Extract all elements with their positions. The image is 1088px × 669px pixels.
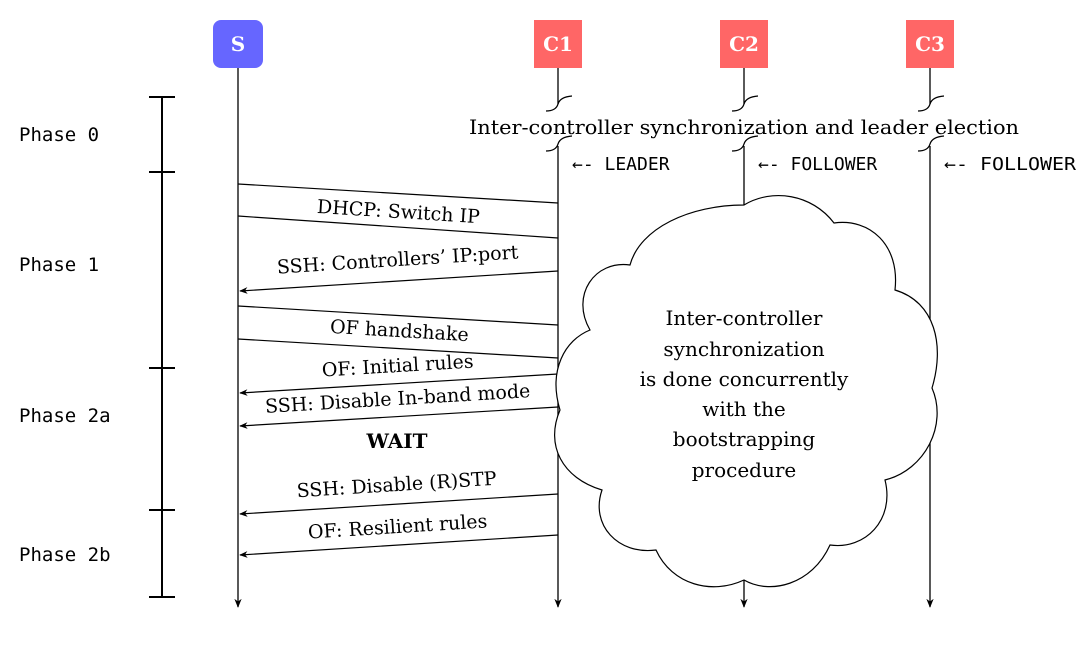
message-lines xyxy=(237,183,559,558)
cloud-text-line-6: procedure xyxy=(692,458,797,482)
cloud-text-line-4: with the xyxy=(702,397,786,421)
phase-2a-label: Phase 2a xyxy=(19,405,111,427)
break-mark-c1-top xyxy=(545,95,573,112)
role-c3: ←- FOLLOWER xyxy=(944,154,1076,175)
node-c3-label: C3 xyxy=(915,32,945,56)
role-c1: ←- LEADER xyxy=(572,154,670,175)
phase-2b-label: Phase 2b xyxy=(19,544,111,566)
msg-line-6 xyxy=(239,373,559,396)
phase-1-label: Phase 1 xyxy=(19,254,99,276)
msg-of-resilient-label: OF: Resilient rules xyxy=(307,510,488,543)
cloud-text-line-3: is done concurrently xyxy=(640,367,849,391)
msg-line-7 xyxy=(239,406,559,429)
role-c2: ←- FOLLOWER xyxy=(758,154,877,175)
break-mark-c2-bottom xyxy=(731,135,759,152)
phase-scale xyxy=(149,96,175,598)
msg-ssh-ip-label: SSH: Controllers’ IP:port xyxy=(276,241,519,278)
msg-ssh-rstp-label: SSH: Disable (R)STP xyxy=(296,468,497,503)
msg-of-initial-label: OF: Initial rules xyxy=(321,351,474,382)
msg-line-5 xyxy=(237,338,559,359)
sync-banner: Inter-controller synchronization and lea… xyxy=(469,115,1019,139)
phase-0-label: Phase 0 xyxy=(19,124,99,146)
wait-label: WAIT xyxy=(366,429,428,453)
msg-line-1 xyxy=(237,183,559,204)
node-c2-label: C2 xyxy=(729,32,759,56)
cloud-text: Inter-controller synchronization is done… xyxy=(640,306,849,482)
msg-line-2 xyxy=(237,215,559,239)
node-c1-label: C1 xyxy=(543,32,573,56)
msg-line-9 xyxy=(239,534,559,558)
break-mark-c1-bottom xyxy=(545,135,573,152)
node-s-label: S xyxy=(231,32,245,56)
sync-cloud xyxy=(554,194,938,588)
msg-line-3 xyxy=(239,270,559,294)
msg-line-8 xyxy=(239,493,559,517)
node-c2: C2 xyxy=(720,20,768,68)
cloud-text-line-5: bootstrapping xyxy=(673,427,816,451)
cloud-text-line-2: synchronization xyxy=(663,337,824,361)
node-c3: C3 xyxy=(906,20,954,68)
msg-line-4 xyxy=(237,305,559,326)
msg-ssh-inband-label: SSH: Disable In-band mode xyxy=(264,380,530,418)
break-mark-c2-top xyxy=(731,95,759,112)
cloud-text-line-1: Inter-controller xyxy=(666,306,823,330)
break-mark-c3-top xyxy=(917,95,945,112)
node-c1: C1 xyxy=(534,20,582,68)
break-mark-c3-bottom xyxy=(917,135,945,152)
msg-of-handshake-label: OF handshake xyxy=(329,316,469,346)
node-s: S xyxy=(213,20,263,68)
